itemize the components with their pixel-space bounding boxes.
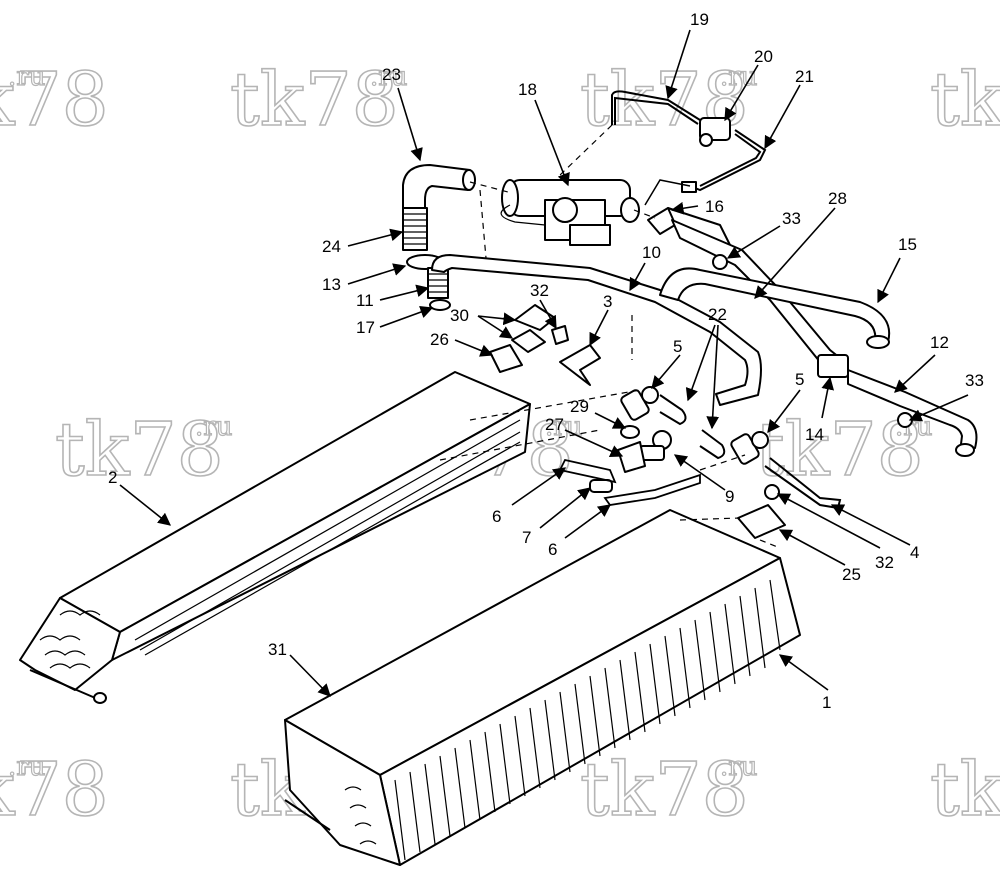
part-10-tube <box>431 254 762 406</box>
svg-text:.ru: .ru <box>8 752 45 782</box>
svg-text:.ru: .ru <box>370 62 407 92</box>
watermark: tk78 .ru <box>0 56 110 144</box>
callout-3: 3 <box>603 292 612 311</box>
part-29-nut <box>620 425 640 439</box>
callout-10: 10 <box>642 243 661 262</box>
assembly-lines <box>439 124 781 549</box>
part-22-u-clamp <box>699 429 726 460</box>
callout-32: 32 <box>530 281 549 300</box>
part-1-condenser-coil <box>284 509 801 866</box>
callout-13: 13 <box>322 275 341 294</box>
callout-33: 33 <box>782 209 801 228</box>
svg-text:tk78: tk78 <box>580 747 749 833</box>
callout-30: 30 <box>450 306 469 325</box>
watermark: tk78 <box>929 56 1000 144</box>
part-11-fitting <box>427 267 449 299</box>
part-32-clip <box>764 484 780 500</box>
callout-29: 29 <box>570 397 589 416</box>
callout-1: 1 <box>822 693 831 712</box>
watermark: tk78 .ru <box>54 406 233 494</box>
part-19-capillary-tube <box>611 90 701 125</box>
part-17-o-ring <box>429 299 451 311</box>
callout-11: 11 <box>356 291 374 310</box>
callout-22: 22 <box>708 305 727 324</box>
part-2-evaporator-coil <box>19 371 531 704</box>
callout-25: 25 <box>842 565 861 584</box>
part-22-u-clamp <box>659 394 687 426</box>
callout-6: 6 <box>492 507 501 526</box>
part-33-nut <box>712 254 728 270</box>
part-5-fitting <box>730 431 769 465</box>
svg-text:tk78: tk78 <box>0 747 109 833</box>
leader-lines <box>119 29 969 697</box>
callout-32: 32 <box>875 553 894 572</box>
svg-text:tk78: tk78 <box>930 747 1000 833</box>
svg-text:tk78: tk78 <box>0 57 109 143</box>
callout-12: 12 <box>930 333 949 352</box>
callout-6: 6 <box>548 540 557 559</box>
callout-14: 14 <box>805 425 824 444</box>
part-4-tube <box>764 457 842 510</box>
callout-18: 18 <box>518 80 537 99</box>
callout-23: 23 <box>382 65 401 84</box>
callout-2: 2 <box>108 468 117 487</box>
watermark: tk78 .ru <box>579 746 758 834</box>
callout-24: 24 <box>322 237 341 256</box>
part-25-plate <box>737 504 786 539</box>
part-23-hose-elbow <box>402 164 476 251</box>
part-20-sensor <box>699 117 731 147</box>
callout-21: 21 <box>795 67 814 86</box>
part-18-valve <box>500 179 640 246</box>
part-14-tee <box>817 354 849 378</box>
svg-text:tk78: tk78 <box>930 57 1000 143</box>
callout-16: 16 <box>705 197 724 216</box>
callout-20: 20 <box>754 47 773 66</box>
part-30-clamp <box>511 304 556 353</box>
svg-text:.ru: .ru <box>720 752 757 782</box>
part-3-bracket <box>559 344 601 386</box>
part-26-bracket <box>489 344 523 373</box>
part-33-nut <box>897 412 913 428</box>
callout-33: 33 <box>965 371 984 390</box>
svg-text:.ru: .ru <box>720 62 757 92</box>
svg-text:.ru: .ru <box>8 62 45 92</box>
part-9-union <box>639 430 672 461</box>
callout-28: 28 <box>828 189 847 208</box>
part-27-bracket <box>617 441 646 473</box>
callout-27: 27 <box>545 415 564 434</box>
part-21-fitting <box>681 181 697 193</box>
callout-4: 4 <box>910 543 919 562</box>
svg-text:.ru: .ru <box>195 412 232 442</box>
part-32-clip <box>551 325 569 345</box>
svg-text:tk78: tk78 <box>55 407 224 493</box>
callout-7: 7 <box>522 528 531 547</box>
watermark: tk78 .ru <box>0 746 110 834</box>
part-5-fitting <box>620 386 659 421</box>
callout-31: 31 <box>268 640 287 659</box>
callout-26: 26 <box>430 330 449 349</box>
part-6-tube <box>603 473 701 506</box>
callout-15: 15 <box>898 235 917 254</box>
watermark: tk78 .ru <box>229 56 408 144</box>
part-7-fitting <box>589 479 613 493</box>
svg-text:tk78: tk78 <box>230 57 399 143</box>
callout-19: 19 <box>690 10 709 29</box>
callout-5: 5 <box>795 370 804 389</box>
watermark: tk78 <box>929 746 1000 834</box>
part-6-tube <box>558 458 617 484</box>
callout-17: 17 <box>356 318 375 337</box>
callout-9: 9 <box>725 487 734 506</box>
callout-labels: 23 18 19 20 21 16 33 28 15 24 13 11 17 3… <box>108 10 984 712</box>
callout-5: 5 <box>673 337 682 356</box>
